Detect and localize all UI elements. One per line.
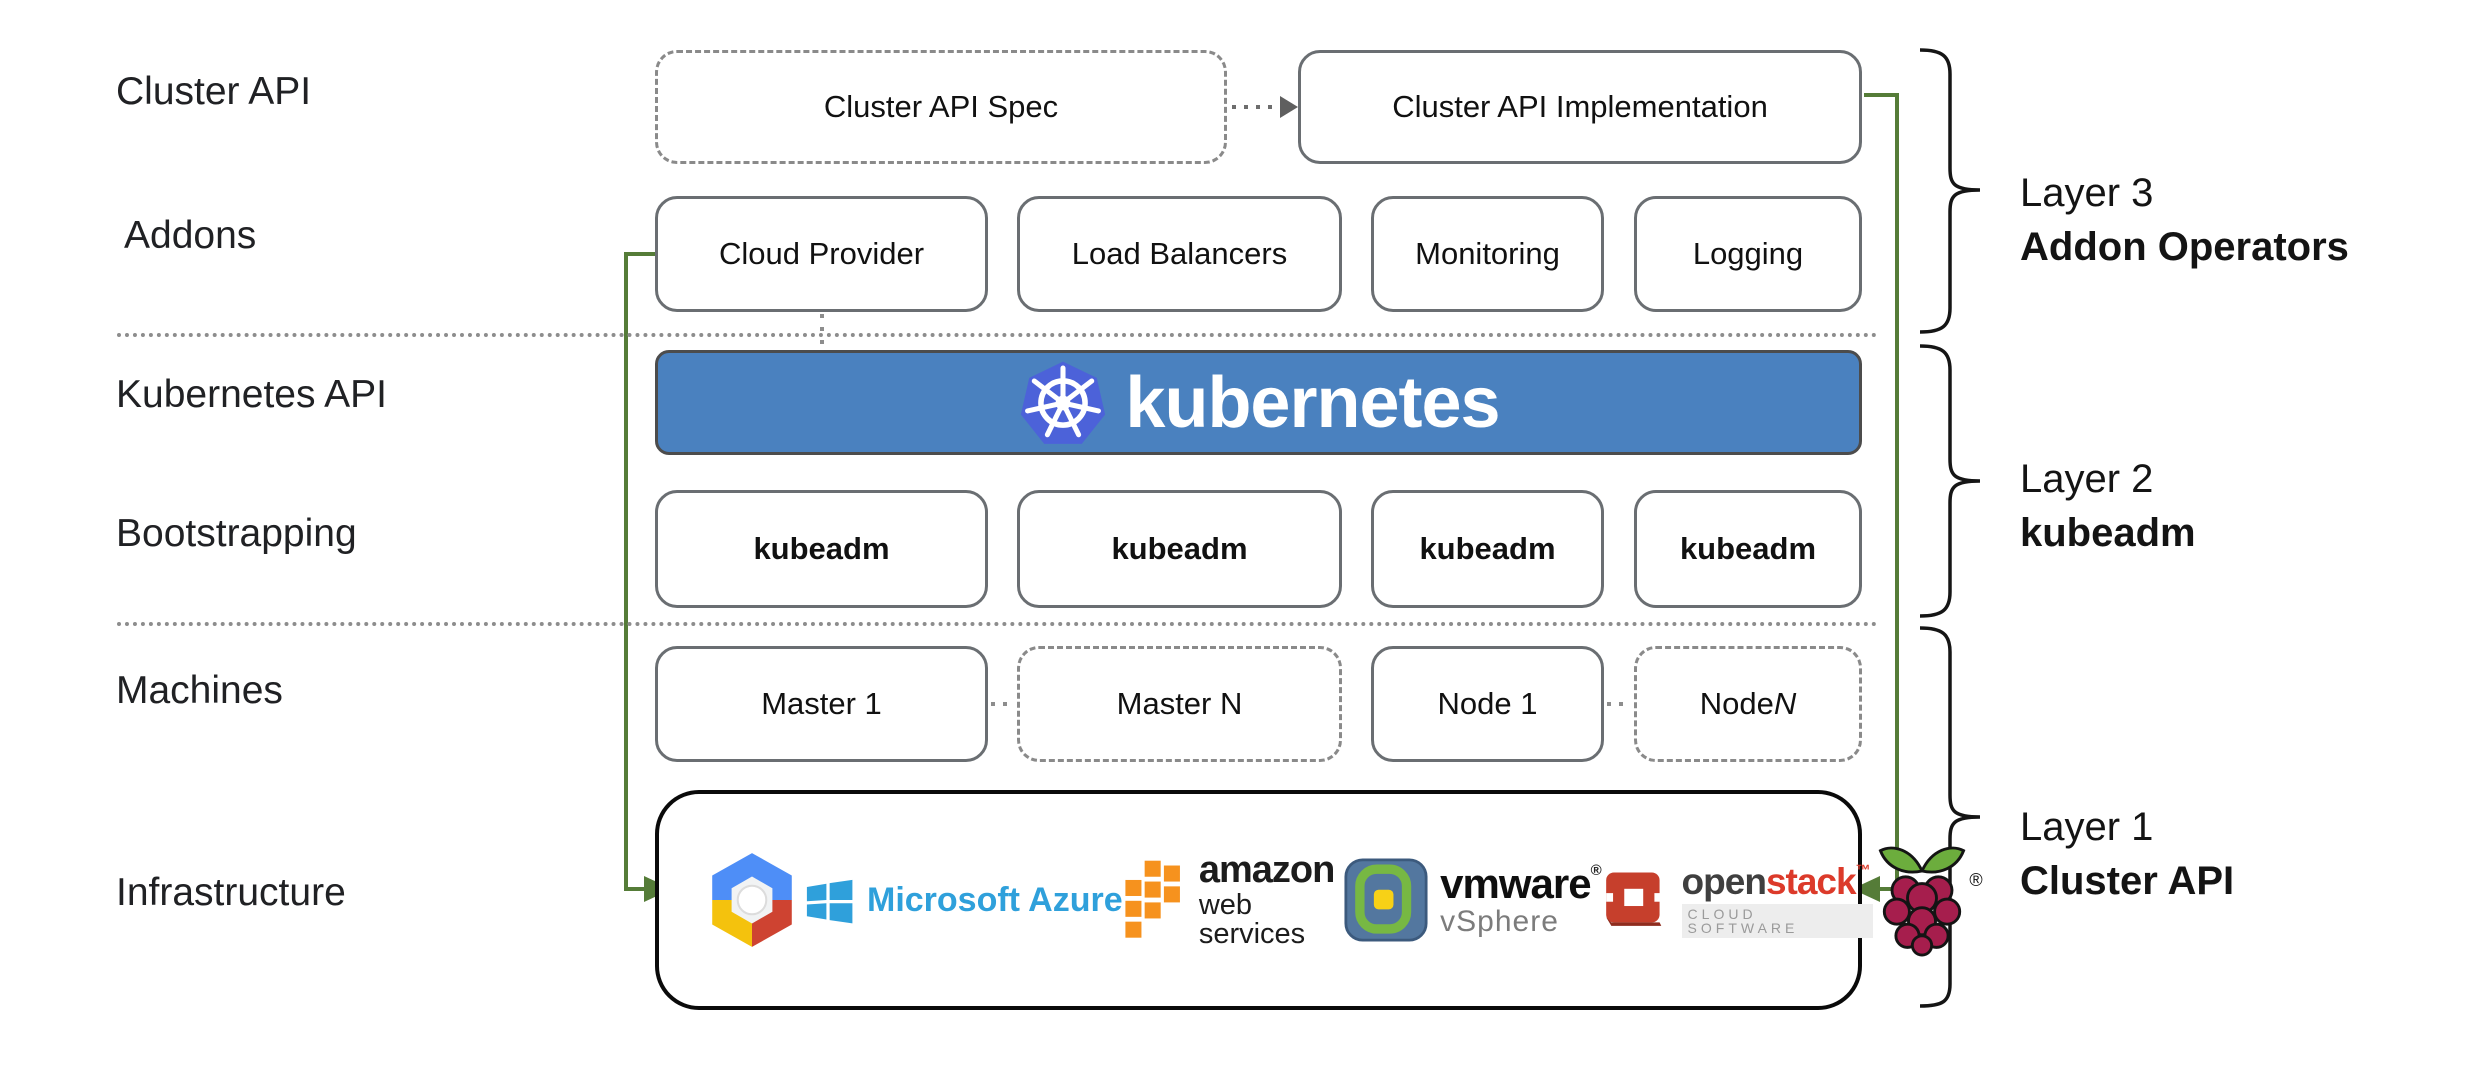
machine-master-1-box: Master 1 bbox=[655, 646, 988, 762]
web-services-text: web services bbox=[1198, 889, 1306, 950]
gcp-hexagon-icon bbox=[712, 853, 792, 947]
kubernetes-wordmark: kubernetes bbox=[1125, 362, 1500, 443]
raspberry-pi-icon bbox=[1878, 846, 1966, 957]
azure-wordmark: Microsoft Azure bbox=[867, 880, 1123, 919]
registered-mark: ® bbox=[1969, 870, 1983, 890]
layer-1-line1: Layer 1 bbox=[2020, 805, 2154, 849]
raspberry-pi-logo: ® bbox=[1873, 842, 1983, 958]
cluster-api-spec-box: Cluster API Spec bbox=[655, 50, 1227, 164]
aws-logo: amazon web services bbox=[1123, 851, 1344, 949]
machine-label: Node 1 bbox=[1437, 686, 1538, 721]
infrastructure-box: Microsoft Azure amazon web services bbox=[655, 790, 1983, 1010]
machine-master-n-box: Master N bbox=[1017, 646, 1342, 762]
row-label-machines: Machines bbox=[116, 669, 283, 712]
kubeadm-box-1: kubeadm bbox=[655, 490, 988, 608]
vmware-wordmark: vmware® bbox=[1440, 860, 1602, 907]
kubeadm-label: kubeadm bbox=[1111, 531, 1248, 566]
vsphere-text: vSphere bbox=[1440, 905, 1559, 938]
layer-2-label: Layer 2 kubeadm bbox=[2020, 452, 2196, 560]
addon-monitoring-box: Monitoring bbox=[1371, 196, 1604, 312]
row-label-bootstrapping: Bootstrapping bbox=[116, 512, 357, 555]
layer-1-line2: Cluster API bbox=[2020, 859, 2235, 903]
addon-logging-box: Logging bbox=[1634, 196, 1862, 312]
cloud-software-text: CLOUD SOFTWARE bbox=[1681, 903, 1873, 938]
row-label-cluster-api: Cluster API bbox=[116, 70, 312, 113]
machine-node-1-box: Node 1 bbox=[1371, 646, 1604, 762]
gcp-logo bbox=[701, 846, 803, 954]
arrowhead-icon bbox=[1280, 96, 1298, 118]
machine-label: Master 1 bbox=[761, 686, 882, 721]
layer-2-line1: Layer 2 bbox=[2020, 457, 2154, 501]
kubeadm-label: kubeadm bbox=[753, 531, 890, 566]
layer-3-line2: Addon Operators bbox=[2020, 225, 2349, 269]
kubernetes-logo-icon bbox=[1021, 361, 1106, 444]
dotted-separator-top bbox=[117, 333, 1878, 337]
addon-cloud-provider-box: Cloud Provider bbox=[655, 196, 988, 312]
addon-label: Monitoring bbox=[1415, 236, 1560, 271]
layer-2-line2: kubeadm bbox=[2020, 511, 2196, 555]
azure-logo: Microsoft Azure bbox=[803, 874, 1123, 926]
machine-node-n-box: Node N bbox=[1634, 646, 1862, 762]
layer-1-label: Layer 1 Cluster API bbox=[2020, 800, 2234, 908]
vmware-vsphere-logo: vmware® vSphere bbox=[1344, 858, 1602, 942]
kubernetes-banner: kubernetes bbox=[655, 350, 1862, 455]
brace-layer-2 bbox=[1919, 344, 1981, 618]
addon-label: Logging bbox=[1692, 236, 1804, 271]
row-label-kubernetes-api: Kubernetes API bbox=[116, 373, 388, 416]
cluster-api-implementation-label: Cluster API Implementation bbox=[1392, 89, 1768, 124]
addon-load-balancers-box: Load Balancers bbox=[1017, 196, 1342, 312]
microsoft-window-icon bbox=[806, 879, 853, 924]
machine-label-italic-n: N bbox=[1773, 686, 1797, 721]
machine-label: Master N bbox=[1116, 686, 1243, 721]
dotted-arrow-spec-to-impl bbox=[1232, 96, 1298, 118]
openstack-icon bbox=[1605, 872, 1661, 926]
cluster-api-implementation-box: Cluster API Implementation bbox=[1298, 50, 1862, 164]
dotted-separator-bottom bbox=[117, 622, 1878, 626]
kubeadm-label: kubeadm bbox=[1679, 531, 1817, 566]
layer-3-label: Layer 3 Addon Operators bbox=[2020, 166, 2349, 274]
addon-label: Load Balancers bbox=[1071, 236, 1288, 271]
openstack-wordmark: openstack™ bbox=[1681, 860, 1871, 902]
kubeadm-box-2: kubeadm bbox=[1017, 490, 1342, 608]
row-label-infrastructure: Infrastructure bbox=[116, 871, 346, 914]
machine-label: Node bbox=[1699, 686, 1774, 721]
kubeadm-label: kubeadm bbox=[1419, 531, 1556, 566]
kubeadm-box-3: kubeadm bbox=[1371, 490, 1604, 608]
vsphere-icon bbox=[1344, 858, 1428, 942]
layer-3-line1: Layer 3 bbox=[2020, 171, 2154, 215]
cluster-api-spec-label: Cluster API Spec bbox=[823, 89, 1059, 124]
amazon-wordmark: amazon bbox=[1198, 849, 1335, 891]
openstack-logo: openstack™ CLOUD SOFTWARE bbox=[1601, 863, 1873, 938]
row-label-addons: Addons bbox=[124, 214, 257, 257]
kubeadm-box-4: kubeadm bbox=[1634, 490, 1862, 608]
brace-layer-3 bbox=[1919, 48, 1981, 334]
aws-cubes-icon bbox=[1123, 859, 1182, 940]
addon-label: Cloud Provider bbox=[718, 236, 925, 271]
